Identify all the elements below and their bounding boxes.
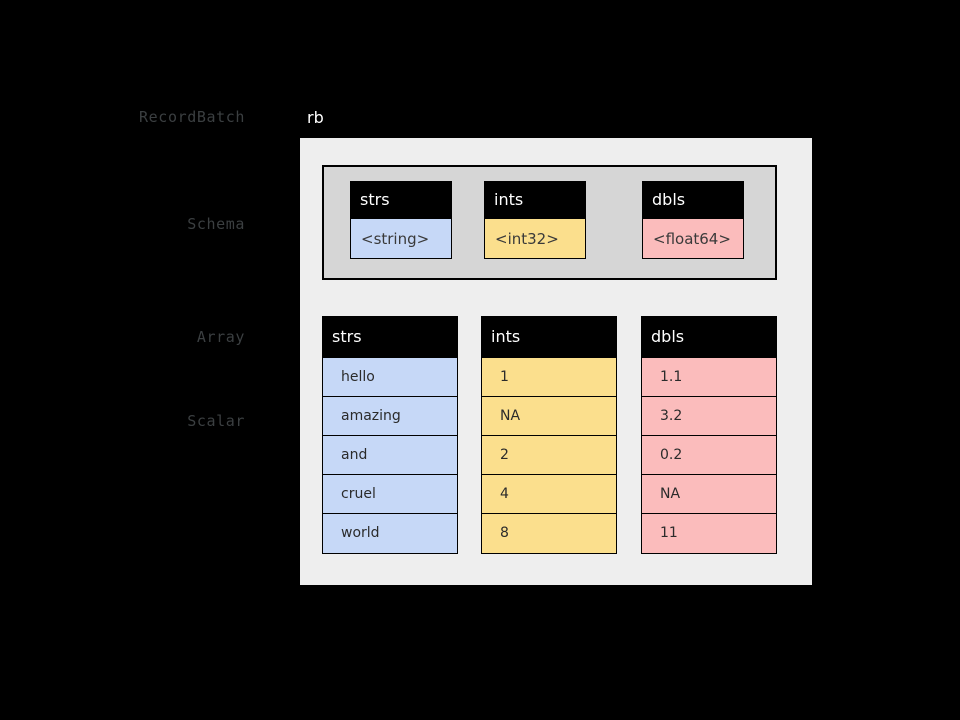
- schema-field-dbls: dbls <float64>: [642, 181, 744, 259]
- array-cell-list: 1.1 3.2 0.2 NA 11: [641, 358, 777, 554]
- label-schema: Schema: [187, 215, 245, 233]
- array-cell: NA: [642, 475, 776, 514]
- array-column-header: dbls: [641, 316, 777, 358]
- label-array: Array: [196, 328, 245, 346]
- recordbatch-container: strs <string> ints <int32> dbls <float64…: [300, 138, 812, 585]
- array-cell: 1.1: [642, 358, 776, 397]
- array-cell: 11: [642, 514, 776, 553]
- array-cell: 0.2: [642, 436, 776, 475]
- schema-field-type: <int32>: [484, 219, 586, 259]
- schema-field-type: <float64>: [642, 219, 744, 259]
- schema-field-type: <string>: [350, 219, 452, 259]
- array-cell: 8: [482, 514, 616, 553]
- schema-box: strs <string> ints <int32> dbls <float64…: [322, 165, 777, 280]
- schema-field-ints: ints <int32>: [484, 181, 586, 259]
- array-cell: hello: [323, 358, 457, 397]
- array-column-header: strs: [322, 316, 458, 358]
- array-cell: 3.2: [642, 397, 776, 436]
- label-scalar: Scalar: [187, 412, 245, 430]
- schema-field-name: strs: [350, 181, 452, 219]
- array-cell: 1: [482, 358, 616, 397]
- array-column-strs: strs hello amazing and cruel world: [322, 316, 458, 554]
- array-cell-list: hello amazing and cruel world: [322, 358, 458, 554]
- schema-field-strs: strs <string>: [350, 181, 452, 259]
- array-cell: and: [323, 436, 457, 475]
- array-cell: 2: [482, 436, 616, 475]
- array-column-header: ints: [481, 316, 617, 358]
- array-cell: amazing: [323, 397, 457, 436]
- array-column-dbls: dbls 1.1 3.2 0.2 NA 11: [641, 316, 777, 554]
- array-cell: 4: [482, 475, 616, 514]
- array-cell-list: 1 NA 2 4 8: [481, 358, 617, 554]
- array-column-ints: ints 1 NA 2 4 8: [481, 316, 617, 554]
- array-cell: NA: [482, 397, 616, 436]
- schema-field-name: ints: [484, 181, 586, 219]
- array-cell: world: [323, 514, 457, 553]
- schema-field-name: dbls: [642, 181, 744, 219]
- label-recordbatch: RecordBatch: [139, 108, 245, 126]
- array-cell: cruel: [323, 475, 457, 514]
- recordbatch-variable-name: rb: [307, 108, 324, 127]
